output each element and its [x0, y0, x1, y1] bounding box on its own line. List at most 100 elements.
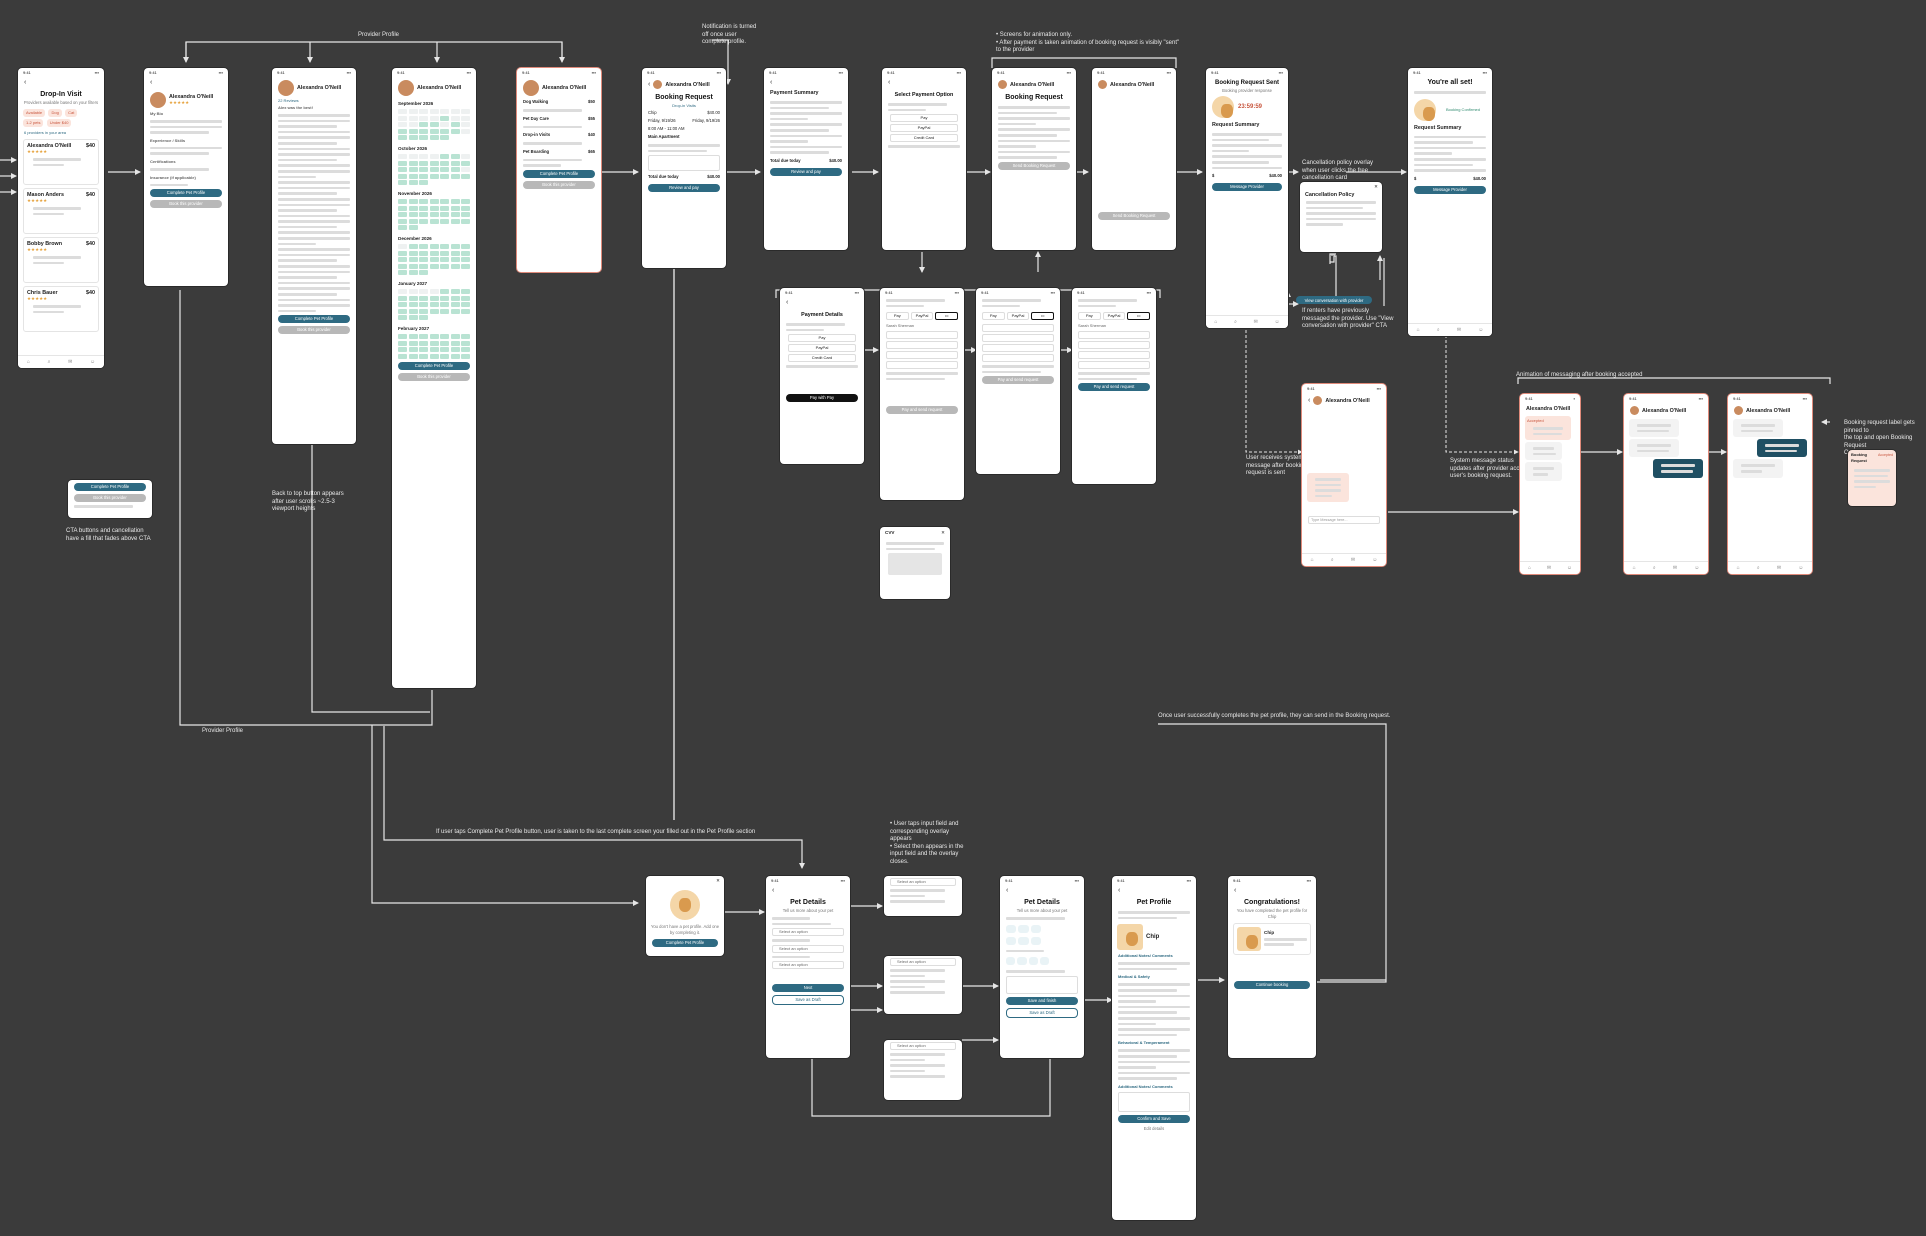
filter-chip[interactable]: Cat [65, 109, 77, 117]
booking-request-message[interactable]: Accepted [1525, 416, 1571, 440]
filter-chip[interactable]: Dog [48, 109, 61, 117]
option-chip[interactable] [1018, 925, 1028, 933]
apple-pay-tab[interactable]: Pay [1078, 312, 1101, 320]
home-icon[interactable]: ⌂ [1417, 327, 1420, 333]
close-icon[interactable]: ✕ [646, 876, 724, 886]
home-icon[interactable]: ⌂ [1528, 565, 1531, 571]
complete-pet-profile-button[interactable]: Complete Pet Profile [523, 170, 595, 178]
save-finish-button[interactable]: Save and finish [1006, 997, 1078, 1005]
provider-card[interactable]: Bobby Brown$40 ★★★★★ [23, 237, 99, 283]
card-field[interactable] [982, 334, 1054, 342]
card-field[interactable] [1078, 351, 1150, 359]
filter-chip[interactable]: 1-2 pets [23, 119, 43, 127]
search-icon[interactable]: ⌕ [48, 359, 51, 365]
select-field[interactable]: Select an option [772, 961, 844, 969]
calendar-grid[interactable] [392, 154, 476, 185]
option-chip[interactable] [1040, 957, 1049, 965]
review-and-pay-button[interactable]: Review and pay [770, 168, 842, 176]
save-draft-button[interactable]: Save as Draft [772, 995, 844, 1005]
review-and-pay-button[interactable]: Review and pay [648, 184, 720, 192]
card-tab[interactable]: ▭ [935, 312, 958, 320]
apple-pay-tab[interactable]: Pay [886, 312, 909, 320]
search-icon[interactable]: ⌕ [1757, 565, 1760, 571]
back-icon[interactable]: ‹ [772, 888, 774, 894]
back-icon[interactable]: ‹ [888, 80, 890, 86]
notes-field[interactable] [1006, 976, 1078, 994]
book-provider-button[interactable]: Book this provider [523, 181, 595, 189]
notes-field[interactable] [1118, 1092, 1190, 1112]
view-conversation-button[interactable]: View conversation with provider [1296, 296, 1372, 304]
card-field[interactable] [982, 324, 1054, 332]
pay-and-send-button[interactable]: Pay and send request [886, 406, 958, 414]
close-icon[interactable]: ✕ [941, 530, 945, 536]
profile-icon[interactable]: ☺ [1275, 319, 1280, 325]
paypal-option[interactable]: PayPal [890, 124, 958, 132]
card-tab[interactable]: ▭ [1031, 312, 1054, 320]
paypal-tab[interactable]: PayPal [1103, 312, 1126, 320]
special-instructions-field[interactable] [648, 155, 720, 171]
send-booking-request-button[interactable]: Send Booking Request [998, 162, 1070, 170]
apple-pay-option[interactable]: Pay [788, 334, 856, 342]
message-icon[interactable]: ✉ [1254, 319, 1258, 325]
paypal-tab[interactable]: PayPal [911, 312, 934, 320]
message-icon[interactable]: ✉ [1351, 557, 1355, 563]
pay-and-send-button[interactable]: Pay and send request [982, 376, 1054, 384]
book-provider-button[interactable]: Book this provider [150, 200, 222, 208]
calendar-grid[interactable] [392, 289, 476, 320]
profile-icon[interactable]: ☺ [1372, 557, 1377, 563]
profile-icon[interactable]: ☺ [1694, 565, 1699, 571]
card-field[interactable] [982, 354, 1054, 362]
profile-icon[interactable]: ☺ [1798, 565, 1803, 571]
option-chip[interactable] [1031, 925, 1041, 933]
paypal-option[interactable]: PayPal [788, 344, 856, 352]
select-field[interactable]: Select an option [772, 928, 844, 936]
credit-card-option[interactable]: Credit Card [788, 354, 856, 362]
calendar-grid[interactable] [392, 109, 476, 140]
option-chip[interactable] [1017, 957, 1026, 965]
option-chip[interactable] [1031, 937, 1041, 945]
home-icon[interactable]: ⌂ [27, 359, 30, 365]
search-icon[interactable]: ⌕ [1331, 557, 1334, 563]
provider-card[interactable]: Alexandra O'Neill$40 ★★★★★ [23, 139, 99, 185]
complete-pet-profile-button[interactable]: Complete Pet Profile [74, 483, 146, 491]
back-icon[interactable]: ‹ [648, 82, 650, 88]
card-field[interactable] [886, 341, 958, 349]
option-chip[interactable] [1018, 937, 1028, 945]
option-chip[interactable] [1029, 957, 1038, 965]
book-provider-button[interactable]: Book this provider [398, 373, 470, 381]
home-icon[interactable]: ⌂ [1214, 319, 1217, 325]
message-provider-button[interactable]: Message Provider [1212, 183, 1282, 191]
option-chip[interactable] [1006, 957, 1015, 965]
apple-pay-option[interactable]: Pay [890, 114, 958, 122]
card-tab[interactable]: ▭ [1127, 312, 1150, 320]
next-button[interactable]: Next [772, 984, 844, 992]
booking-request-message[interactable] [1307, 473, 1349, 502]
continue-booking-button[interactable]: Continue booking [1234, 981, 1310, 989]
complete-pet-profile-button[interactable]: Complete Pet Profile [398, 362, 470, 370]
calendar-grid[interactable] [392, 199, 476, 230]
card-field[interactable] [982, 344, 1054, 352]
home-icon[interactable]: ⌂ [1311, 557, 1314, 563]
message-icon[interactable]: ✉ [1777, 565, 1781, 571]
back-icon[interactable]: ‹ [1234, 888, 1236, 894]
message-provider-button[interactable]: Message Provider [1414, 186, 1486, 194]
back-icon[interactable]: ‹ [24, 80, 26, 86]
card-field[interactable] [886, 361, 958, 369]
select-field[interactable]: Select an option [890, 1042, 956, 1050]
select-field[interactable]: Select an option [772, 945, 844, 953]
back-icon[interactable]: ‹ [1308, 398, 1310, 404]
message-input[interactable]: Type Message here... [1308, 516, 1380, 524]
select-field[interactable]: Select an option [890, 958, 956, 966]
back-icon[interactable]: ‹ [150, 80, 152, 86]
profile-icon[interactable]: ☺ [1567, 565, 1572, 571]
search-icon[interactable]: ⌕ [1437, 327, 1440, 333]
message-icon[interactable]: ✉ [1673, 565, 1677, 571]
card-field[interactable] [886, 331, 958, 339]
card-field[interactable] [1078, 331, 1150, 339]
apple-pay-tab[interactable]: Pay [982, 312, 1005, 320]
book-provider-button[interactable]: Book this provider [278, 326, 350, 334]
credit-card-option[interactable]: Credit Card [890, 134, 958, 142]
apple-pay-button[interactable]: Pay with Pay [786, 394, 858, 402]
filter-chip[interactable]: Under $40 [47, 119, 72, 127]
home-icon[interactable]: ⌂ [1633, 565, 1636, 571]
